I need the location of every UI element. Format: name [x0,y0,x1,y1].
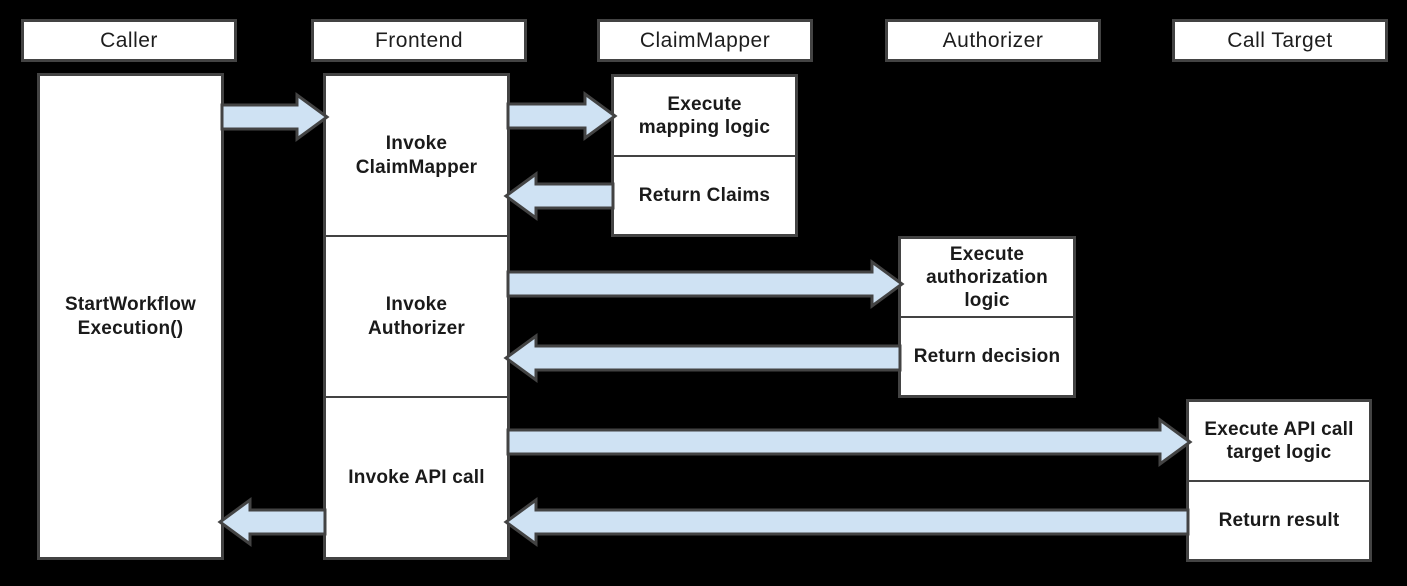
lifeline-label: Frontend [374,28,464,52]
lifeline-header-caller: Caller [21,19,237,62]
activation-authorizer: Execute authorization logic Return decis… [898,236,1076,398]
arrow-frontend-to-authorizer [506,259,905,309]
lifeline-label: Call Target [1227,28,1333,52]
lifeline-header-call-target: Call Target [1172,19,1388,62]
lifeline-label: ClaimMapper [639,28,771,52]
activation-call-target: Execute API call target logic Return res… [1186,399,1372,562]
step-return-result: Return result [1189,479,1369,560]
step-startworkflowexecution: StartWorkflow Execution() [64,294,197,339]
lifeline-header-authorizer: Authorizer [885,19,1101,62]
step-execute-mapping-logic: Execute mapping logic [638,93,771,138]
step-return-decision: Return decision [901,316,1073,395]
step-invoke-api-call: Invoke API call [326,396,507,557]
arrow-authorizer-to-frontend [503,333,902,383]
activation-claimmapper: Execute mapping logic Return Claims [611,74,798,237]
arrow-frontend-to-calltarget [506,417,1193,467]
activation-frontend: Invoke ClaimMapper Invoke Authorizer Inv… [323,73,510,560]
arrow-frontend-to-claimmapper [506,91,618,141]
arrow-caller-to-frontend [220,92,330,142]
step-return-claims: Return Claims [614,154,795,235]
arrow-frontend-to-caller [217,497,327,547]
step-invoke-claimmapper: Invoke ClaimMapper [355,133,478,178]
lifeline-header-frontend: Frontend [311,19,527,62]
step-invoke-authorizer: Invoke Authorizer [326,235,507,396]
activation-caller: StartWorkflow Execution() [37,73,224,560]
lifeline-label: Caller [100,28,158,52]
lifeline-header-claimmapper: ClaimMapper [597,19,813,62]
step-execute-api-call-target-logic: Execute API call target logic [1204,418,1354,463]
step-execute-authorization-logic: Execute authorization logic [926,243,1048,312]
arrow-claimmapper-to-frontend [503,171,615,221]
arrow-calltarget-to-frontend [503,497,1190,547]
lifeline-label: Authorizer [942,28,1044,52]
